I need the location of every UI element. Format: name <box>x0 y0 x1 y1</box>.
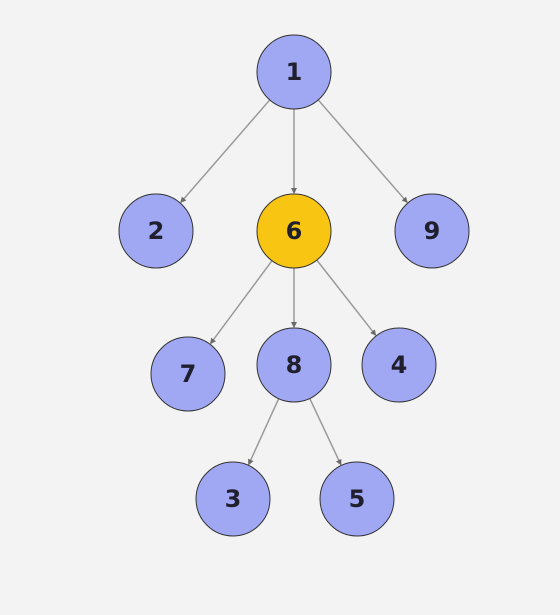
node-label-4: 4 <box>391 351 408 379</box>
node-label-9: 9 <box>424 217 441 245</box>
node-label-3: 3 <box>225 485 242 513</box>
edges-layer <box>180 99 408 466</box>
node-label-5: 5 <box>349 485 366 513</box>
node-circle-9 <box>394 193 470 269</box>
node-circle-6 <box>256 193 332 269</box>
tree-node-9[interactable]: 9 <box>394 193 470 269</box>
tree-node-8[interactable]: 8 <box>256 327 332 403</box>
node-circle-5 <box>319 461 395 537</box>
node-label-7: 7 <box>180 360 197 388</box>
node-label-1: 1 <box>286 58 303 86</box>
edge-8-to-5 <box>309 398 342 466</box>
node-circle-8 <box>256 327 332 403</box>
edge-6-to-7 <box>210 260 273 345</box>
tree-node-6[interactable]: 6 <box>256 193 332 269</box>
edge-6-to-4 <box>316 259 377 336</box>
tree-node-1[interactable]: 1 <box>256 34 332 110</box>
node-circle-3 <box>195 461 271 537</box>
node-label-2: 2 <box>148 217 165 245</box>
tree-node-5[interactable]: 5 <box>319 461 395 537</box>
node-circle-4 <box>361 327 437 403</box>
node-circle-1 <box>256 34 332 110</box>
tree-node-4[interactable]: 4 <box>361 327 437 403</box>
nodes-layer: 1 2 6 9 7 8 4 3 5 <box>118 34 470 537</box>
node-label-8: 8 <box>286 351 303 379</box>
tree-node-2[interactable]: 2 <box>118 193 194 269</box>
edge-8-to-3 <box>248 398 280 466</box>
edge-1-to-9 <box>317 99 408 204</box>
node-circle-2 <box>118 193 194 269</box>
tree-node-7[interactable]: 7 <box>150 336 226 412</box>
node-circle-7 <box>150 336 226 412</box>
edge-1-to-2 <box>180 99 271 204</box>
tree-node-3[interactable]: 3 <box>195 461 271 537</box>
node-label-6: 6 <box>286 217 303 245</box>
